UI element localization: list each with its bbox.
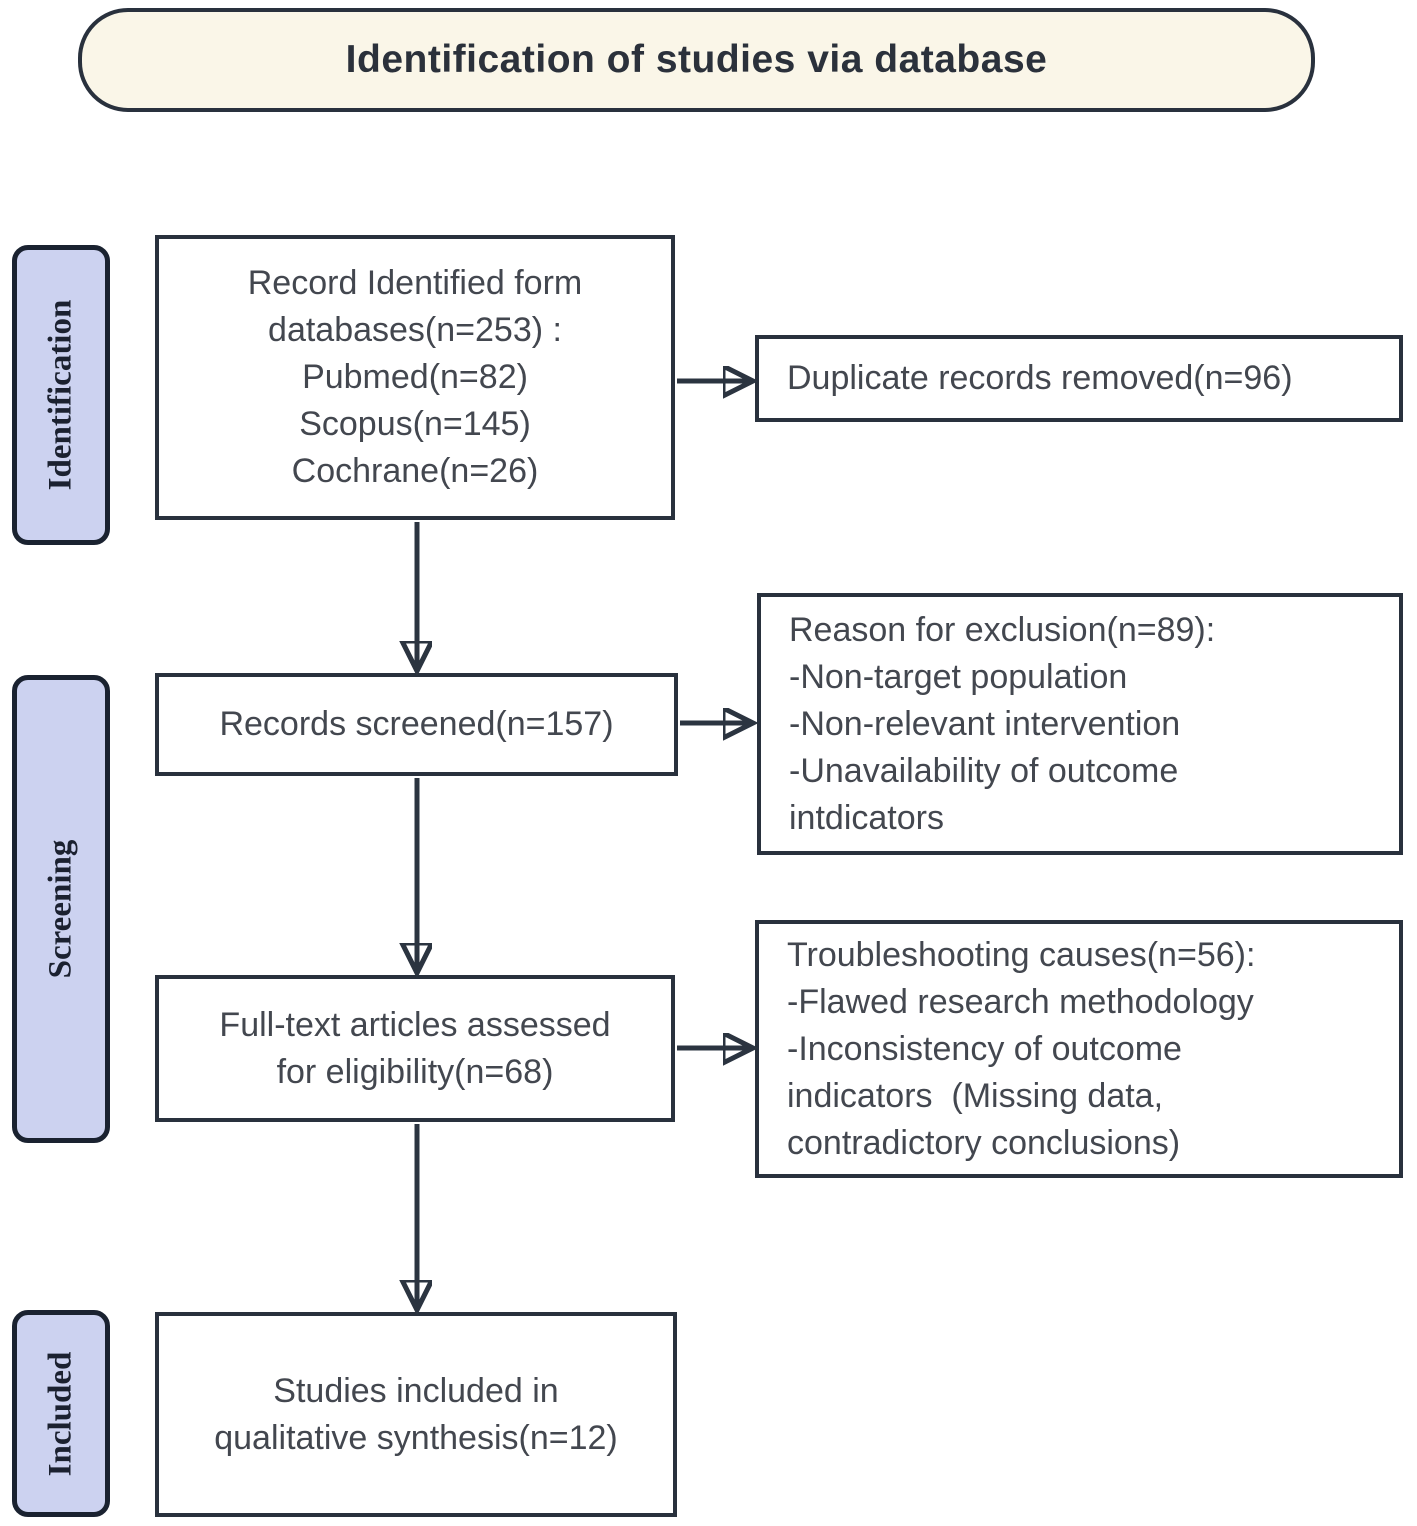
node-troubleshooting-causes: Troubleshooting causes(n=56): -Flawed re… — [755, 920, 1403, 1178]
node-studies-included: Studies included in qualitative synthesi… — [155, 1312, 677, 1517]
stage-label-included: Included — [12, 1310, 110, 1517]
node-records-identified-text: Record Identified form databases(n=253) … — [247, 264, 583, 490]
stage-label-screening: Screening — [12, 675, 110, 1143]
node-fulltext-assessed-text: Full-text articles assessed for eligibil… — [219, 1005, 611, 1091]
node-duplicates-removed-text: Duplicate records removed(n=96) — [787, 359, 1293, 397]
node-exclusion-reasons-text: Reason for exclusion(n=89): -Non-target … — [789, 610, 1216, 837]
diagram-header: Identification of studies via database — [78, 8, 1315, 112]
node-exclusion-reasons: Reason for exclusion(n=89): -Non-target … — [757, 593, 1403, 855]
node-records-screened: Records screened(n=157) — [155, 673, 678, 776]
stage-label-included-text: Included — [42, 1351, 79, 1476]
node-records-identified: Record Identified form databases(n=253) … — [155, 235, 675, 520]
node-fulltext-assessed: Full-text articles assessed for eligibil… — [155, 975, 675, 1122]
node-duplicates-removed: Duplicate records removed(n=96) — [755, 335, 1403, 422]
node-records-screened-text: Records screened(n=157) — [219, 705, 614, 743]
stage-label-identification: Identification — [12, 245, 110, 545]
node-troubleshooting-causes-text: Troubleshooting causes(n=56): -Flawed re… — [787, 935, 1256, 1162]
diagram-title: Identification of studies via database — [345, 38, 1048, 81]
stage-label-screening-text: Screening — [42, 839, 79, 979]
stage-label-identification-text: Identification — [42, 299, 79, 491]
node-studies-included-text: Studies included in qualitative synthesi… — [214, 1371, 618, 1457]
